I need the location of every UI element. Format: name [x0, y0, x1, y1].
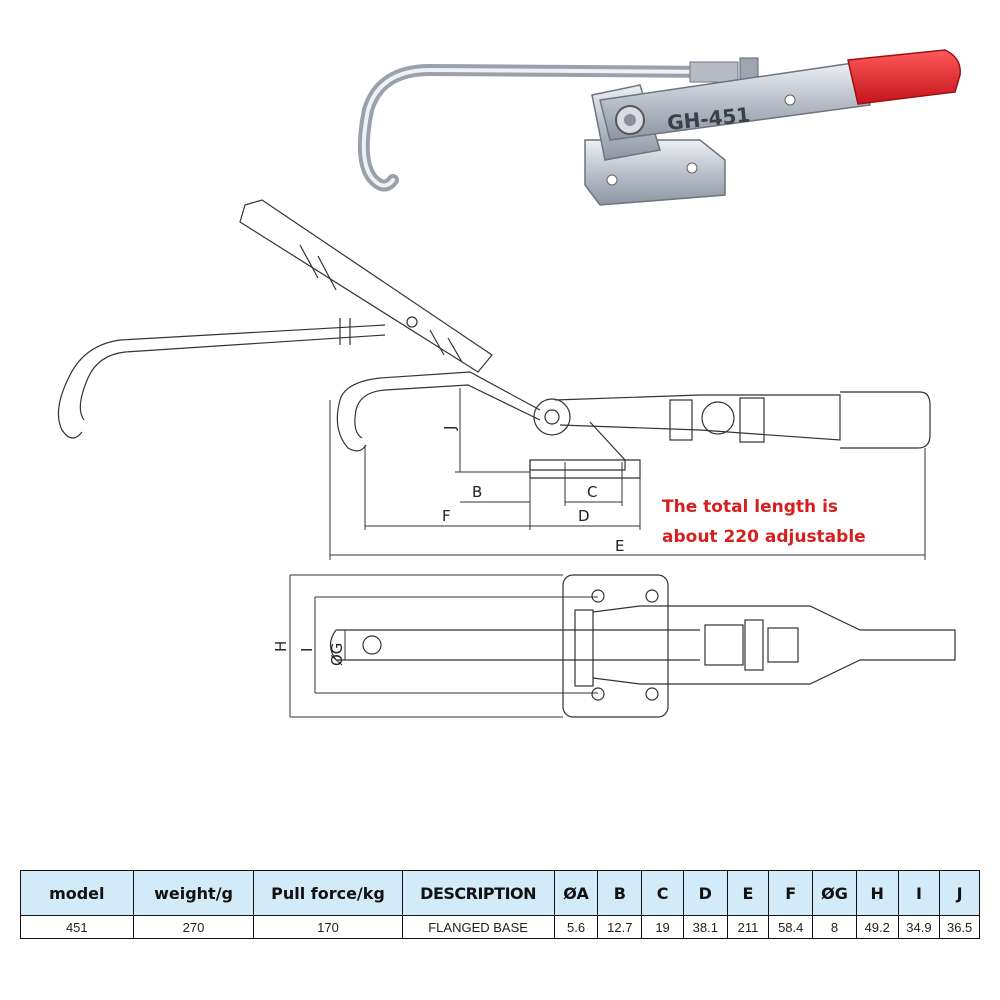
- dim-label-i: I: [298, 648, 316, 652]
- plan-view: [289, 574, 956, 718]
- header-weight: weight/g: [132, 870, 255, 916]
- header-f: F: [768, 870, 814, 916]
- dim-label-j: J: [441, 426, 459, 431]
- header-model: model: [20, 870, 134, 916]
- header-d: D: [682, 870, 728, 916]
- cell-f: 58.4: [768, 915, 814, 939]
- header-i: I: [897, 870, 941, 916]
- dim-label-e: E: [615, 537, 624, 555]
- cell-model: 451: [20, 915, 134, 939]
- cell-e: 211: [726, 915, 770, 939]
- header-a: ØA: [553, 870, 599, 916]
- header-pull-force: Pull force/kg: [253, 870, 403, 916]
- dim-label-g: ØG: [328, 643, 346, 666]
- header-h: H: [855, 870, 899, 916]
- dim-label-b: B: [472, 483, 482, 501]
- length-note: The total length is about 220 adjustable: [662, 492, 866, 552]
- header-b: B: [597, 870, 643, 916]
- dim-label-c: C: [587, 483, 597, 501]
- cell-a: 5.6: [553, 915, 599, 939]
- spec-table: model weight/g Pull force/kg DESCRIPTION…: [20, 870, 980, 939]
- dim-label-d: D: [578, 507, 590, 525]
- cell-pull-force: 170: [253, 915, 403, 939]
- header-description: DESCRIPTION: [401, 870, 555, 916]
- spec-header-row: model weight/g Pull force/kg DESCRIPTION…: [20, 870, 980, 916]
- table-row: 451 270 170 FLANGED BASE 5.6 12.7 19 38.…: [20, 915, 980, 939]
- cell-weight: 270: [132, 915, 255, 939]
- cell-j: 36.5: [939, 915, 980, 939]
- cell-h: 49.2: [855, 915, 899, 939]
- length-note-line-2: about 220 adjustable: [662, 527, 866, 547]
- header-j: J: [939, 870, 980, 916]
- header-c: C: [641, 870, 684, 916]
- cell-i: 34.9: [897, 915, 941, 939]
- length-note-line-1: The total length is: [662, 497, 839, 517]
- header-g: ØG: [812, 870, 857, 916]
- dim-label-h: H: [272, 641, 290, 652]
- cell-description: FLANGED BASE: [401, 915, 555, 939]
- cell-d: 38.1: [682, 915, 728, 939]
- dim-label-f: F: [442, 507, 451, 525]
- product-photo: GH-451: [357, 49, 961, 206]
- cell-c: 19: [641, 915, 684, 939]
- cell-b: 12.7: [597, 915, 643, 939]
- cell-g: 8: [812, 915, 857, 939]
- side-elevation: [57, 199, 931, 560]
- header-e: E: [726, 870, 770, 916]
- dimension-labels: J B C F D E H I ØG: [272, 426, 624, 666]
